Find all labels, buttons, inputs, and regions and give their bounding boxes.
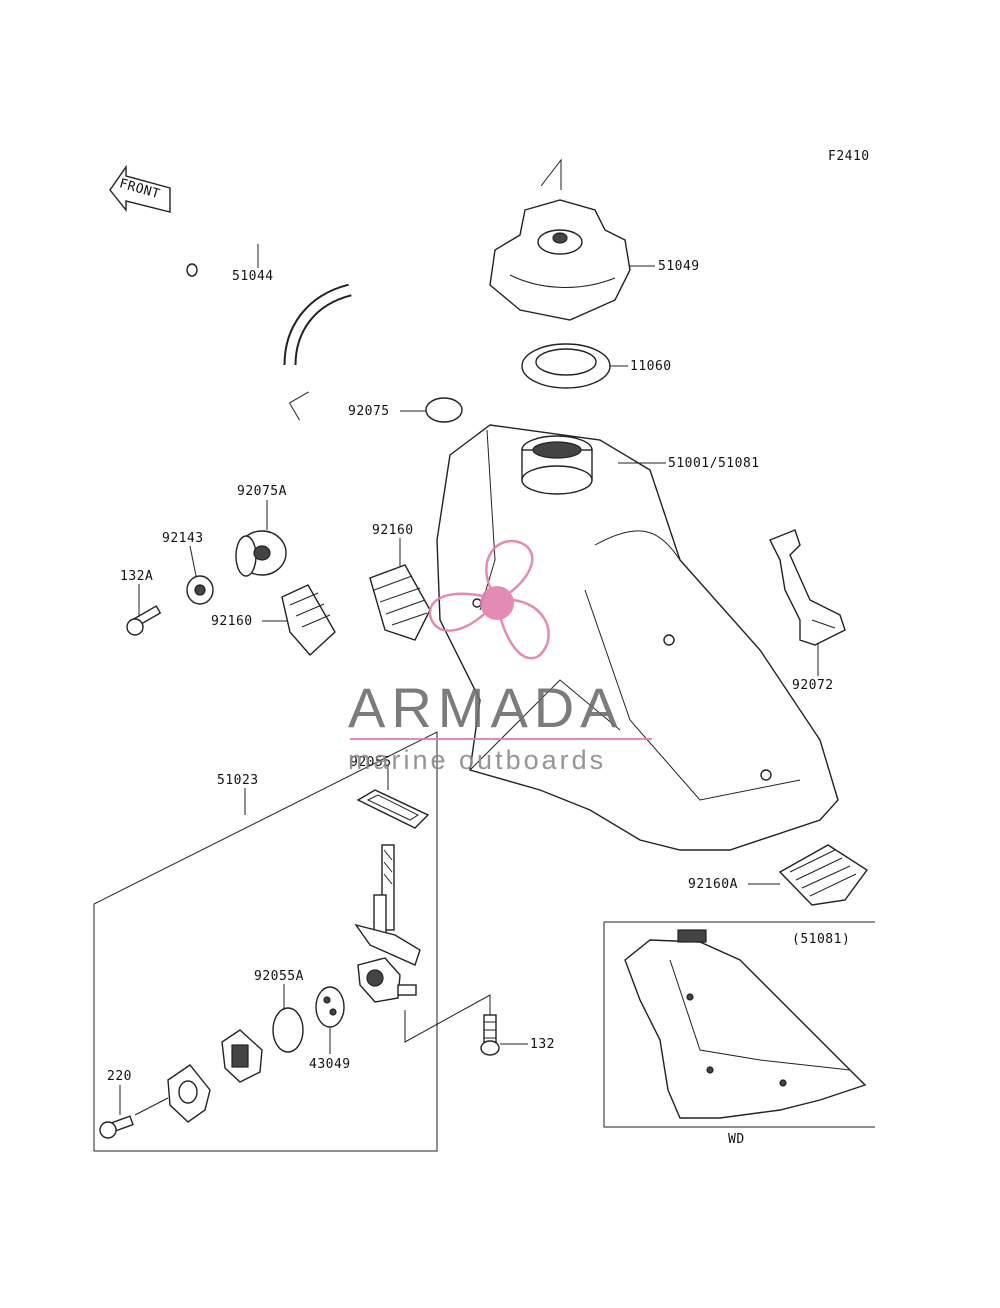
cock-packing-part[interactable] (315, 986, 345, 1028)
figure-code: F2410 (828, 149, 870, 164)
label-92075: 92075 (348, 404, 390, 419)
collar-part[interactable] (186, 575, 214, 605)
variant-tank-part[interactable] (624, 929, 867, 1119)
watermark-tagline: marine outboards (348, 745, 606, 775)
fuel-hose-part[interactable] (186, 193, 400, 366)
label-51023: 51023 (217, 773, 259, 788)
label-11060: 11060 (630, 359, 672, 374)
variant-label: (51081) (792, 932, 850, 947)
label-92160-left: 92160 (211, 614, 253, 629)
middle-damper-pad-part[interactable] (369, 564, 431, 641)
label-220: 220 (107, 1069, 132, 1084)
label-92072: 92072 (792, 678, 834, 693)
rubber-strap-part[interactable] (769, 529, 846, 646)
small-cap-part[interactable] (425, 397, 463, 423)
o-ring-part[interactable] (272, 1007, 304, 1053)
fuel-cap-part[interactable] (489, 199, 631, 321)
label-51049: 51049 (658, 259, 700, 274)
label-43049: 43049 (309, 1057, 351, 1072)
cock-plate-part[interactable] (167, 1064, 211, 1123)
variant-model: WD (728, 1132, 745, 1147)
label-51001-51081: 51001/51081 (668, 456, 760, 471)
label-92055A: 92055A (254, 969, 304, 984)
label-92160A: 92160A (688, 877, 738, 892)
bolt-132a-part[interactable] (126, 605, 162, 636)
label-51044: 51044 (232, 269, 274, 284)
label-92160-mid: 92160 (372, 523, 414, 538)
cock-lever-part[interactable] (221, 1029, 263, 1083)
label-92143: 92143 (162, 531, 204, 546)
rubber-damper-part[interactable] (235, 530, 287, 577)
watermark-brand: ARMADA (348, 676, 624, 739)
front-direction-arrow-icon: FRONT (109, 164, 171, 213)
label-92055: 92055 (350, 755, 392, 770)
bolt-132-part[interactable] (480, 1014, 500, 1056)
armada-watermark-logo: ARMADA marine outboards (348, 539, 652, 775)
rear-damper-pad-part[interactable] (778, 844, 869, 906)
fuel-cock-part[interactable] (354, 844, 421, 1003)
left-damper-pad-part[interactable] (281, 584, 336, 657)
screw-220-part[interactable] (99, 1115, 134, 1139)
label-132: 132 (530, 1037, 555, 1052)
propeller-logo-icon (428, 539, 550, 660)
cock-gasket-part[interactable] (356, 789, 430, 829)
fuel-tank-part[interactable] (436, 424, 839, 851)
cap-gasket-part[interactable] (521, 343, 611, 389)
label-92075A: 92075A (237, 484, 287, 499)
label-132A: 132A (120, 569, 153, 584)
